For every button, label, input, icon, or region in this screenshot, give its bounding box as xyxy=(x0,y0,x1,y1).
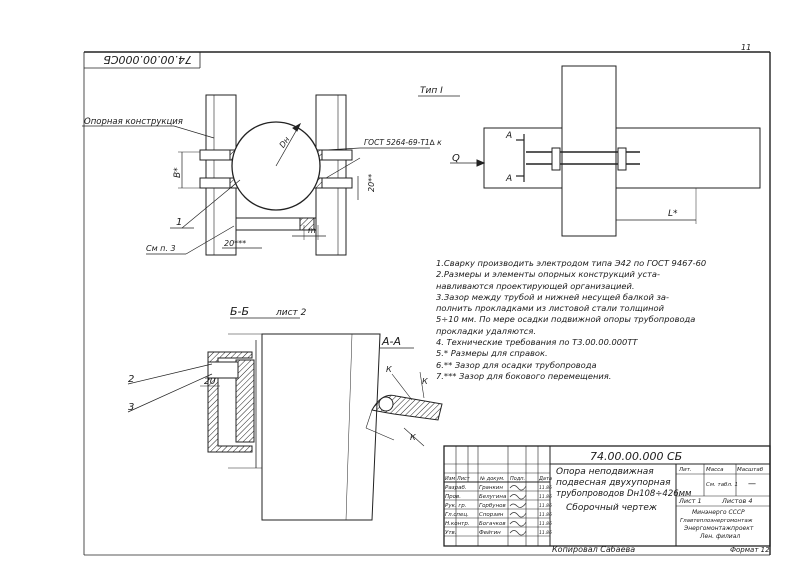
label-k1: К xyxy=(386,365,392,374)
col-header-doc: № докум. xyxy=(479,476,505,482)
col-header-sheet: Лист xyxy=(456,476,471,482)
rotated-code: 74.00.00.000СБ xyxy=(103,53,192,66)
section-aa-view xyxy=(365,347,443,447)
mass-header: Масса xyxy=(706,467,724,473)
dim-20-side: 20** xyxy=(367,174,376,192)
date-0: 11.86 xyxy=(539,485,552,491)
role-0: Разраб. xyxy=(445,485,467,491)
name-5: Фейгин xyxy=(479,530,501,536)
label-type-view: Тип I xyxy=(420,86,443,96)
org-line-2: Главтеплоэнергомонтаж xyxy=(680,518,753,524)
label-callout-1: 1 xyxy=(176,217,182,228)
sheets-label: Листов 4 xyxy=(721,497,752,505)
note-line-9: 6.** Зазор для осадки трубопровода xyxy=(436,359,597,370)
role-1: Пров. xyxy=(445,494,461,500)
label-k3: К xyxy=(410,433,416,442)
role-2: Рук. гр. xyxy=(445,503,467,509)
label-section-bb-sheet: лист 2 xyxy=(275,308,307,318)
col-header-date: Дата xyxy=(538,476,552,482)
label-callout-2: 2 xyxy=(128,374,134,385)
note-line-4: полнить прокладками из листовой стали то… xyxy=(436,303,664,314)
note-line-3: 3.Зазор между трубой и нижней несущей ба… xyxy=(436,291,670,302)
name-0: Гранкин xyxy=(479,485,503,491)
org-line-1: Минэнерго СССР xyxy=(692,509,745,516)
dim-m: m xyxy=(308,226,316,235)
scale-header: Масштаб xyxy=(737,467,764,473)
date-3: 11.86 xyxy=(539,512,552,518)
label-support-structure: Опорная конструкция xyxy=(84,117,183,127)
name-1: Белугина xyxy=(479,494,507,500)
note-line-6: прокладки удаляются. xyxy=(436,325,536,336)
signature-marks xyxy=(509,485,527,536)
note-line-0: 1.Сварку производить электродом типа Э42… xyxy=(436,258,707,268)
title-block xyxy=(443,445,771,547)
mass-value: См. табл. 1 xyxy=(706,482,738,488)
sheet-label: Лист 1 xyxy=(678,497,702,505)
name-3: Спорзин xyxy=(479,512,504,518)
label-section-bb: Б-Б xyxy=(230,305,249,318)
label-l: L* xyxy=(668,209,678,219)
title-line-2: подвесная двухупорная xyxy=(556,478,671,488)
note-line-10: 7.*** Зазор для бокового перемещения. xyxy=(436,370,612,381)
note-line-8: 5.* Размеры для справок. xyxy=(436,348,548,359)
org-line-4: Лен. филиал xyxy=(699,533,740,540)
note-line-5: 5÷10 мм. По мере осадки подвижной опоры … xyxy=(436,314,696,325)
sheet-number: 11 xyxy=(741,43,751,52)
date-1: 11.86 xyxy=(539,494,552,500)
dim-20-top: 20*** xyxy=(224,239,246,248)
title-line-4: Сборочный чертеж xyxy=(566,503,658,513)
col-header-change: Изм xyxy=(445,476,455,482)
note-line-2: навливаются проектирующей организацией. xyxy=(436,280,635,291)
label-dim-20: 20 xyxy=(204,377,216,387)
col-header-sign: Подп. xyxy=(510,476,525,482)
title-line-1: Опора неподвижная xyxy=(556,467,654,477)
label-gost-weld: ГОСТ 5264-69-Т1∆ к xyxy=(364,138,442,147)
section-bb-view xyxy=(127,317,381,521)
date-5: 11.86 xyxy=(539,530,552,536)
name-2: Горбунов xyxy=(479,503,506,509)
side-view xyxy=(418,65,761,237)
title-line-3: трубопроводов Dн108÷426мм xyxy=(556,489,692,499)
label-a-1: А xyxy=(505,131,512,141)
date-4: 11.86 xyxy=(539,521,552,527)
role-4: Н.контр. xyxy=(445,521,470,527)
format-label: Формат 12 xyxy=(730,546,770,554)
name-4: Богачков xyxy=(479,521,506,527)
front-view xyxy=(82,94,430,256)
dim-b: В* xyxy=(173,167,183,178)
label-a-2: А xyxy=(505,174,512,184)
technical-notes: 1.Сварку производить электродом типа Э42… xyxy=(436,258,766,382)
role-3: Гл.спец. xyxy=(445,512,469,518)
label-callout-3: 3 xyxy=(128,402,134,413)
label-q: Q xyxy=(452,153,460,164)
title-code: 74.00.00.000 СБ xyxy=(590,450,682,463)
org-line-3: Энергомонтажпроект xyxy=(683,525,754,532)
date-2: 11.86 xyxy=(539,503,552,509)
note-line-1: 2.Размеры и элементы опорных конструкций… xyxy=(436,269,660,280)
label-k2: К xyxy=(422,377,428,386)
label-section-aa: А-А xyxy=(381,335,401,348)
copied-by: Копировал Сабаева xyxy=(552,545,635,554)
scale-value: — xyxy=(748,479,756,488)
label-see-note: См п. 3 xyxy=(146,244,176,253)
lit-header: Лит. xyxy=(678,467,692,473)
role-5: Утв. xyxy=(445,530,457,536)
note-line-7: 4. Технические требования по Т3.00.00.00… xyxy=(436,337,638,348)
